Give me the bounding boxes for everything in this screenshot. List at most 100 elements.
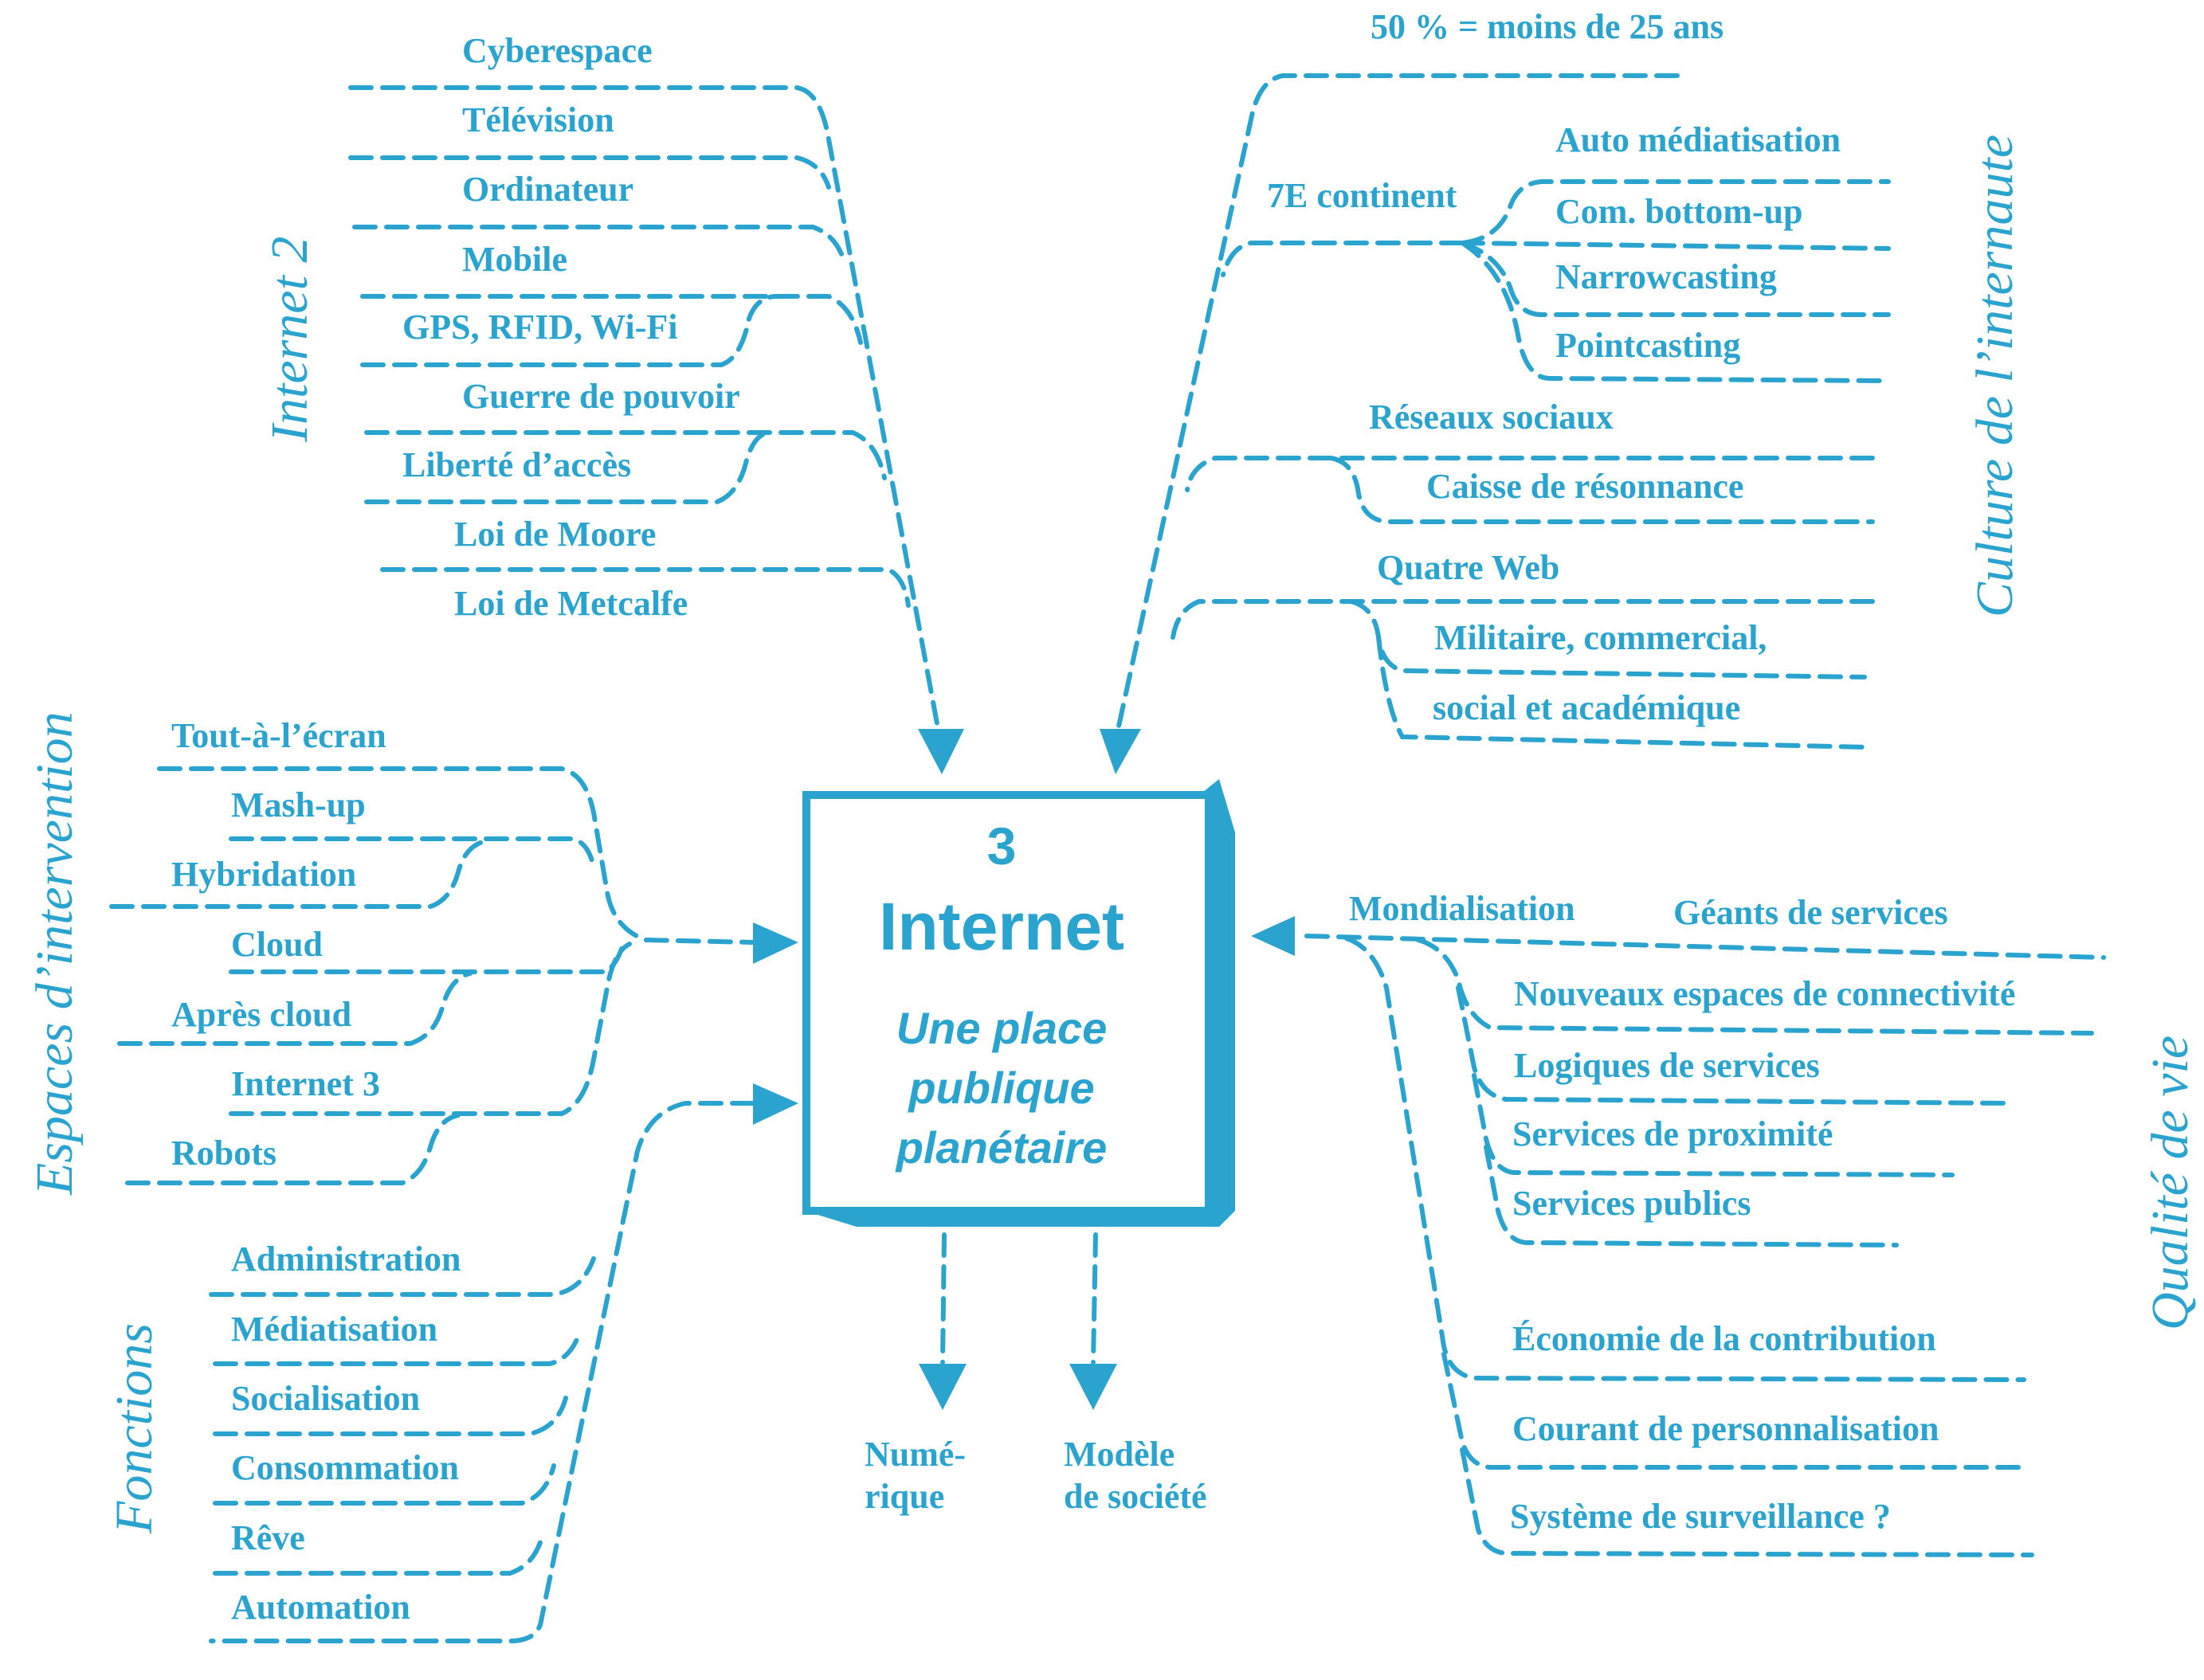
bottom-numerique-line-1: Numé-	[865, 1435, 966, 1474]
central-subtitle-line-2: publique	[907, 1063, 1094, 1113]
fonctions-item: Rêve	[231, 1518, 305, 1557]
connector-line	[940, 1232, 947, 1365]
culture-continent-item: Narrowcasting	[1555, 257, 1777, 296]
connector-line	[1113, 73, 1680, 743]
connector-line	[1221, 241, 1465, 277]
culture-reseaux: Réseaux sociaux	[1369, 397, 1614, 437]
connector-line	[213, 1463, 556, 1506]
qualite-item: Courant de personnalisation	[1512, 1409, 1939, 1448]
internet2-item: Mobile	[462, 240, 567, 279]
connector-line	[213, 1328, 582, 1366]
connector-line	[380, 567, 911, 608]
central-box	[802, 791, 1213, 1215]
branch-qualite: Mondialisation Géants de services Nouvea…	[1251, 889, 2106, 1557]
connector-line	[209, 1256, 596, 1297]
qualite-item: Services publics	[1512, 1184, 1751, 1223]
espaces-item: Cloud	[231, 925, 323, 964]
connector-line	[1304, 934, 2106, 960]
connector-line	[1171, 599, 1875, 640]
arrow-head	[1069, 1364, 1117, 1410]
culture-quatre-web: Quatre Web	[1377, 548, 1559, 587]
branch-fonctions: Administration Médiatisation Socialisati…	[209, 1083, 798, 1643]
fonctions-item: Automation	[231, 1588, 410, 1627]
connector-line	[348, 155, 831, 190]
espaces-item: Hybridation	[171, 855, 356, 894]
connector-line	[1416, 938, 2094, 1036]
connector-line	[229, 942, 632, 1116]
connector-line	[1484, 1145, 1899, 1247]
connector-line	[125, 1113, 461, 1185]
connector-line	[157, 766, 755, 945]
bottom-numerique-line-2: rique	[865, 1477, 944, 1516]
central-node: 3 Internet Une place publique planétaire	[802, 779, 1235, 1227]
connector-line	[1460, 179, 1891, 245]
branch-internet-2: Cyberespace Télévision Ordinateur Mobile…	[348, 31, 964, 774]
connector-line	[117, 971, 473, 1046]
connector-line	[1376, 635, 1871, 750]
fonctions-item: Médiatisation	[231, 1310, 437, 1349]
fonctions-item: Socialisation	[231, 1379, 420, 1418]
qualite-item: Logiques de services	[1514, 1046, 1820, 1085]
connector-line	[1091, 1232, 1098, 1365]
arrow-head	[753, 1083, 798, 1125]
internet2-item: GPS, RFID, Wi-Fi	[402, 307, 678, 347]
qualite-mondialisation: Mondialisation	[1349, 889, 1575, 928]
connector-line	[213, 1535, 544, 1576]
connector-line	[213, 1396, 568, 1436]
culture-quatre-web-sub: Militaire, commercial,	[1434, 618, 1767, 657]
connector-line	[229, 836, 596, 871]
espaces-item: Après cloud	[171, 995, 351, 1034]
qualite-item: Économie de la contribution	[1512, 1319, 1936, 1358]
bottom-modele-line-2: de société	[1064, 1477, 1207, 1516]
culture-quatre-web-sub: social et académique	[1433, 688, 1740, 727]
category-espaces-intervention: Espaces d’intervention	[25, 711, 84, 1196]
espaces-item: Tout-à-l’écran	[171, 716, 386, 755]
internet2-item: Guerre de pouvoir	[462, 377, 740, 416]
internet2-item: Ordinateur	[462, 170, 633, 209]
culture-continent-item: Pointcasting	[1555, 326, 1740, 365]
qualite-geants: Géants de services	[1673, 893, 1948, 932]
central-title: Internet	[879, 889, 1124, 964]
fonctions-item: Consommation	[231, 1448, 459, 1487]
culture-continent-item: Auto médiatisation	[1555, 120, 1841, 159]
branch-bottom: Numé- rique Modèle de société	[865, 1232, 1207, 1516]
internet2-item: Liberté d’accès	[402, 445, 631, 484]
connector-line	[1441, 1352, 2026, 1470]
central-subtitle-line-3: planétaire	[895, 1122, 1108, 1173]
internet2-item: Télévision	[462, 100, 614, 139]
connector-line	[1344, 936, 2026, 1382]
arrow-head	[1100, 729, 1141, 774]
category-internet-2: Internet 2	[261, 237, 319, 443]
culture-continent-item: Com. bottom-up	[1555, 192, 1802, 231]
connector-line	[348, 85, 943, 743]
arrow-head	[753, 922, 798, 964]
espaces-item: Internet 3	[231, 1064, 380, 1103]
category-qualite-de-vie: Qualité de vie	[2141, 1036, 2199, 1330]
branch-culture: 50 % = moins de 25 ans 7E continent Auto…	[1100, 7, 1891, 774]
internet2-item: Loi de Metcalfe	[454, 584, 688, 623]
connector-line	[109, 838, 492, 909]
connector-line	[1460, 241, 1891, 317]
connector-line	[1472, 1073, 1955, 1177]
connector-line	[364, 430, 771, 504]
arrow-head	[1251, 916, 1295, 956]
connector-line	[1460, 1447, 2034, 1557]
central-subtitle-line-1: Une place	[896, 1003, 1108, 1053]
qualite-item: Système de surveillance ?	[1510, 1497, 1891, 1536]
culture-stat: 50 % = moins de 25 ans	[1371, 7, 1724, 46]
qualite-item: Nouveaux espaces de connectivité	[1514, 974, 2015, 1013]
culture-continent: 7E continent	[1267, 176, 1457, 215]
culture-reseaux-sub: Caisse de résonnance	[1426, 467, 1743, 506]
espaces-item: Robots	[171, 1134, 276, 1173]
arrow-head	[919, 1364, 967, 1410]
connector-line	[209, 1101, 755, 1643]
central-number: 3	[987, 817, 1017, 875]
connector-line	[1328, 456, 1875, 524]
internet2-item: Cyberespace	[462, 31, 653, 70]
arrow-head	[918, 729, 964, 774]
connector-line	[364, 430, 887, 480]
bottom-modele-line-1: Modèle	[1064, 1435, 1175, 1474]
connector-line	[360, 294, 863, 345]
connector-line	[1185, 456, 1875, 492]
